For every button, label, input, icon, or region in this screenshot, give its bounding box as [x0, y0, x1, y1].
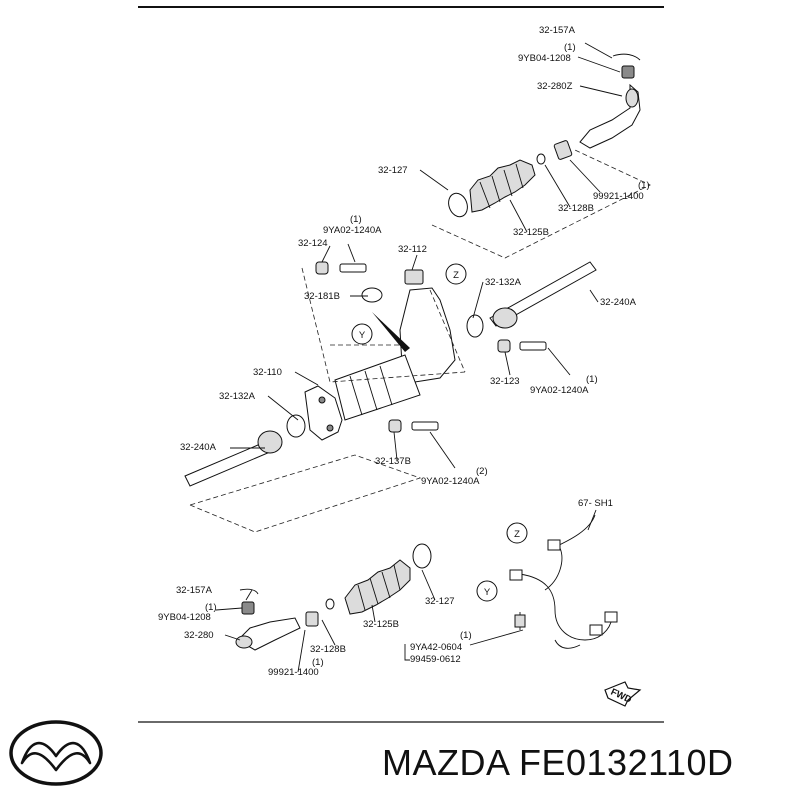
callout-32-125b-top: 32-125B: [513, 227, 549, 238]
ref-z-upper: Z: [445, 263, 467, 285]
wiring-harness: [509, 514, 618, 649]
callout-32-157a-bottom: 32-157A: [176, 585, 213, 596]
callout-qty-d: (1): [460, 630, 472, 641]
ref-y-lower-label: Y: [484, 587, 491, 598]
callout-9ya02-1240a-1: 9YA02-1240A: [323, 225, 382, 236]
callout-32-127-bottom: 32-127: [425, 596, 455, 607]
tie-rod-end-upper: [579, 53, 641, 149]
callout-32-123: 32-123: [490, 376, 520, 387]
callout-32-181b: 32-181B: [304, 291, 340, 302]
ref-y-upper-label: Y: [359, 330, 366, 341]
part-title: MAZDA FE0132110D: [382, 742, 734, 783]
callout-32-112: 32-112: [398, 244, 427, 255]
callout-32-132a-left: 32-132A: [219, 391, 256, 402]
callout-32-127-top: 32-127: [378, 165, 408, 176]
leader-lines: [215, 42, 623, 673]
callout-32-110: 32-110: [253, 367, 282, 378]
callout-9ya42-0604: 9YA42-0604: [410, 642, 462, 653]
callout-99921-1400-top: 99921-1400: [593, 191, 644, 202]
callout-32-128b-top: 32-128B: [558, 203, 594, 214]
callout-32-280z: 32-280Z: [537, 81, 573, 92]
callout-32-240a-right: 32-240A: [600, 297, 637, 308]
rack-left: [184, 414, 306, 487]
callout-qty-c: (2): [476, 466, 488, 477]
callout-9ya02-1240a-2: 9YA02-1240A: [530, 385, 589, 396]
pinion-housing: [304, 269, 456, 441]
callout-qty-a: (1): [350, 214, 362, 225]
callout-32-128b-bottom: 32-128B: [310, 644, 346, 655]
ref-z-lower: Z: [506, 522, 528, 544]
callout-qty-bot1: (1): [205, 602, 217, 613]
callout-qty-top2: (1): [638, 180, 650, 191]
ref-y-lower: Y: [476, 580, 498, 602]
tie-rod-boot-upper: [448, 153, 546, 218]
dash-lower-boot: [189, 454, 422, 533]
rack-right: [466, 261, 597, 338]
bolts-middle: [315, 261, 547, 433]
bracket-9ya42: [404, 644, 410, 661]
callout-qty-bot2: (1): [312, 657, 324, 668]
ref-y-upper: Y: [351, 323, 373, 345]
callout-99459-0612: 99459-0612: [410, 654, 461, 665]
fwd-arrow-icon: FWD: [604, 681, 642, 707]
dash-upper-boot: [431, 149, 651, 259]
tie-rod-boot-lower: [305, 543, 432, 627]
callout-32-132a-right: 32-132A: [485, 277, 522, 288]
mazda-logo-icon: [9, 720, 103, 786]
callout-32-124: 32-124: [298, 238, 328, 249]
ref-z-lower-label: Z: [514, 529, 520, 540]
callout-32-240a-left: 32-240A: [180, 442, 217, 453]
callout-32-157a-top: 32-157A: [539, 25, 576, 36]
callout-9yb04-1208-top: 9YB04-1208: [518, 53, 571, 64]
callout-99921-1400-bottom: 99921-1400: [268, 667, 319, 678]
callout-qty-b: (1): [586, 374, 598, 385]
tie-rod-end-lower: [235, 588, 301, 651]
callout-qty-top1: (1): [564, 42, 576, 53]
callout-32-137b: 32-137B: [375, 456, 411, 467]
lock-nut-upper: [553, 140, 573, 160]
callout-32-125b-bottom: 32-125B: [363, 619, 399, 630]
callout-67-sh1: 67- SH1: [578, 498, 613, 509]
callout-9ya02-1240a-3: 9YA02-1240A: [421, 476, 480, 487]
callout-9yb04-1208-bottom: 9YB04-1208: [158, 612, 211, 623]
ref-z-upper-label: Z: [453, 270, 459, 281]
callout-32-280: 32-280: [184, 630, 214, 641]
dash-middle-box: [301, 267, 466, 383]
arrow-pinion: [372, 312, 410, 352]
